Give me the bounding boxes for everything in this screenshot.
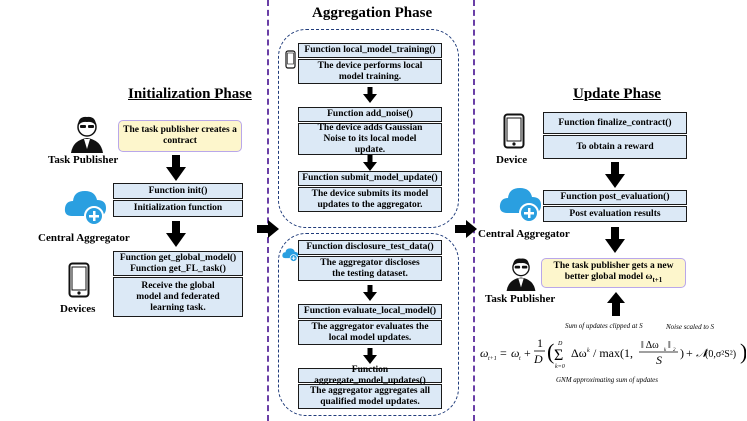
get-global-model-function: Function get_global_model() bbox=[119, 252, 237, 263]
init-description-box: Initialization function bbox=[113, 200, 243, 217]
phase-divider-right bbox=[473, 0, 475, 421]
new-global-model-box: The task publisher gets a new better glo… bbox=[541, 258, 686, 288]
svg-text:1: 1 bbox=[537, 336, 543, 350]
arrow-right-icon bbox=[257, 220, 279, 238]
post-evaluation-description-box: Post evaluation results bbox=[543, 206, 687, 222]
new-global-model-text: The task publisher gets a new better glo… bbox=[553, 260, 674, 282]
init-function-box: Function init() bbox=[113, 183, 243, 199]
arrow-up-icon bbox=[607, 292, 625, 316]
svg-text:+: + bbox=[686, 346, 693, 360]
arrow-down-icon bbox=[363, 285, 377, 301]
phone-icon bbox=[68, 262, 90, 298]
arrow-right-icon bbox=[455, 220, 477, 238]
svg-text:2: 2 bbox=[673, 348, 676, 353]
get-global-model-box: Function get_global_model() Function get… bbox=[113, 251, 243, 276]
local-training-description-box: The device performs local model training… bbox=[298, 59, 442, 84]
finalize-description-box: To obtain a reward bbox=[543, 135, 687, 159]
svg-text:k: k bbox=[587, 348, 590, 354]
disclosure-function-box: Function disclosure_test_data() bbox=[298, 240, 442, 255]
add-noise-description-box: The device adds Gaussian Noise to its lo… bbox=[298, 123, 442, 155]
aggregator-cluster bbox=[278, 233, 459, 416]
svg-text:‖: ‖ bbox=[668, 340, 671, 351]
svg-text:(: ( bbox=[547, 339, 554, 364]
cloud-plus-icon bbox=[282, 248, 299, 262]
svg-text:): ) bbox=[740, 339, 746, 364]
formula-note-gnm: GNM approximating sum of updates bbox=[556, 376, 659, 384]
svg-text:/ max(1,: / max(1, bbox=[593, 346, 633, 360]
svg-text:t+1: t+1 bbox=[488, 356, 497, 362]
svg-text:‖ Δω: ‖ Δω bbox=[641, 340, 659, 351]
task-publisher-label: Task Publisher bbox=[48, 154, 119, 166]
arrow-down-icon bbox=[363, 87, 377, 103]
device-cluster bbox=[278, 29, 459, 228]
svg-text:Δω: Δω bbox=[571, 346, 587, 360]
phone-icon bbox=[285, 50, 296, 69]
publisher-contract-box: The task publisher creates a contract bbox=[118, 120, 242, 152]
arrow-down-icon bbox=[166, 155, 186, 181]
submit-update-function-box: Function submit_model_update() bbox=[298, 171, 442, 186]
submit-update-description-box: The device submits its model updates to … bbox=[298, 187, 442, 212]
task-publisher-icon bbox=[506, 258, 536, 291]
receive-global-model-box: Receive the global model and federated l… bbox=[113, 277, 243, 317]
svg-text:D: D bbox=[557, 341, 563, 347]
svg-text:Σ: Σ bbox=[554, 347, 563, 364]
svg-text:k=0: k=0 bbox=[555, 364, 565, 370]
svg-text:): ) bbox=[680, 346, 684, 360]
svg-text:S: S bbox=[656, 353, 662, 367]
formula-note-clipped: Sum of updates clipped at S bbox=[565, 322, 643, 330]
disclosure-description-box: The aggregator discloses the testing dat… bbox=[298, 256, 442, 281]
aggregate-description-box: The aggregator aggregates all qualified … bbox=[298, 384, 442, 409]
svg-text:(0,σ²S²): (0,σ²S²) bbox=[705, 349, 736, 360]
evaluate-description-box: The aggregator evaluates the local model… bbox=[298, 320, 442, 345]
aggregate-function-box: Function aggregate_model_updates() bbox=[298, 365, 442, 386]
svg-text:D: D bbox=[533, 352, 543, 366]
svg-text:ω: ω bbox=[511, 346, 519, 360]
formula-note-noise: Noise scaled to S bbox=[666, 323, 715, 331]
svg-text:ω: ω bbox=[480, 346, 488, 360]
svg-text:=: = bbox=[500, 346, 507, 360]
central-aggregator-label: Central Aggregator bbox=[478, 228, 570, 240]
update-phase-title: Update Phase bbox=[573, 86, 661, 102]
add-noise-function-box: Function add_noise() bbox=[298, 107, 442, 122]
aggregation-phase-title: Aggregation Phase bbox=[312, 5, 433, 21]
central-aggregator-label: Central Aggregator bbox=[38, 232, 130, 244]
arrow-down-icon bbox=[605, 162, 625, 188]
task-publisher-icon bbox=[71, 116, 103, 153]
phase-divider-left bbox=[267, 0, 269, 421]
finalize-function-box: Function finalize_contract() bbox=[543, 112, 687, 134]
initialization-phase-title: Initialization Phase bbox=[128, 86, 252, 102]
get-fl-task-function: Function get_FL_task() bbox=[130, 263, 226, 274]
task-publisher-label: Task Publisher bbox=[485, 293, 556, 305]
local-training-function-box: Function local_model_training() bbox=[298, 43, 442, 58]
arrow-down-icon bbox=[166, 221, 186, 247]
post-evaluation-function-box: Function post_evaluation() bbox=[543, 190, 687, 205]
evaluate-function-box: Function evaluate_local_model() bbox=[298, 304, 442, 319]
devices-label: Devices bbox=[60, 303, 96, 315]
new-global-model-subscript: t+1 bbox=[652, 275, 663, 284]
arrow-down-icon bbox=[363, 155, 377, 171]
phone-icon bbox=[503, 113, 525, 149]
arrow-down-icon bbox=[605, 227, 625, 253]
device-label: Device bbox=[496, 154, 528, 166]
svg-text:+: + bbox=[524, 346, 531, 360]
cloud-plus-icon bbox=[64, 191, 106, 226]
svg-text:k: k bbox=[664, 348, 667, 353]
svg-text:𝒩: 𝒩 bbox=[696, 346, 711, 360]
cloud-plus-icon bbox=[499, 188, 541, 223]
svg-text:t: t bbox=[519, 356, 521, 362]
arrow-down-icon bbox=[363, 348, 377, 364]
